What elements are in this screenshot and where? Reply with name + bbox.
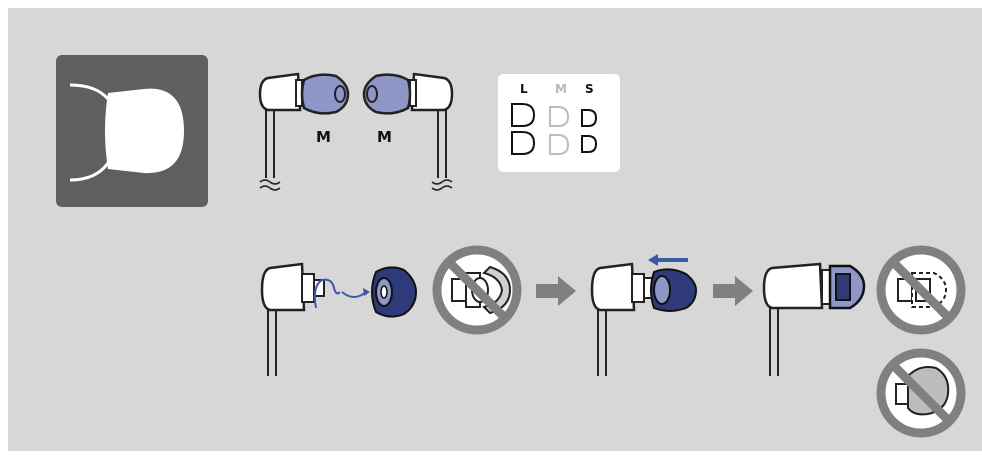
size-m-tip-icons (549, 106, 570, 155)
step2-push-eartip (588, 252, 708, 380)
left-eartip-size-label: M (316, 128, 331, 146)
earphones-medium-tips: M M (256, 68, 456, 198)
prohibited-icon (430, 243, 524, 337)
prohibited-icon (874, 243, 968, 337)
size-label-l: L (520, 82, 528, 96)
right-eartip-size-label: M (377, 128, 392, 146)
right-arrow-icon (713, 276, 755, 306)
size-label-s: S (585, 82, 594, 96)
size-chart-card: L M S (498, 74, 620, 172)
left-earphone (258, 72, 350, 191)
step3-attached-eartip (760, 260, 870, 380)
size-l-tip-icons (511, 103, 536, 155)
prohibited-icon (874, 346, 968, 440)
step1-attach-eartip (258, 262, 428, 380)
size-label-m: M (555, 82, 567, 96)
eartip-icon-tile (56, 55, 208, 207)
right-arrow-icon (536, 276, 578, 306)
right-earphone (362, 72, 454, 191)
size-s-tip-icons (581, 109, 598, 153)
eartip-icon (56, 55, 208, 207)
